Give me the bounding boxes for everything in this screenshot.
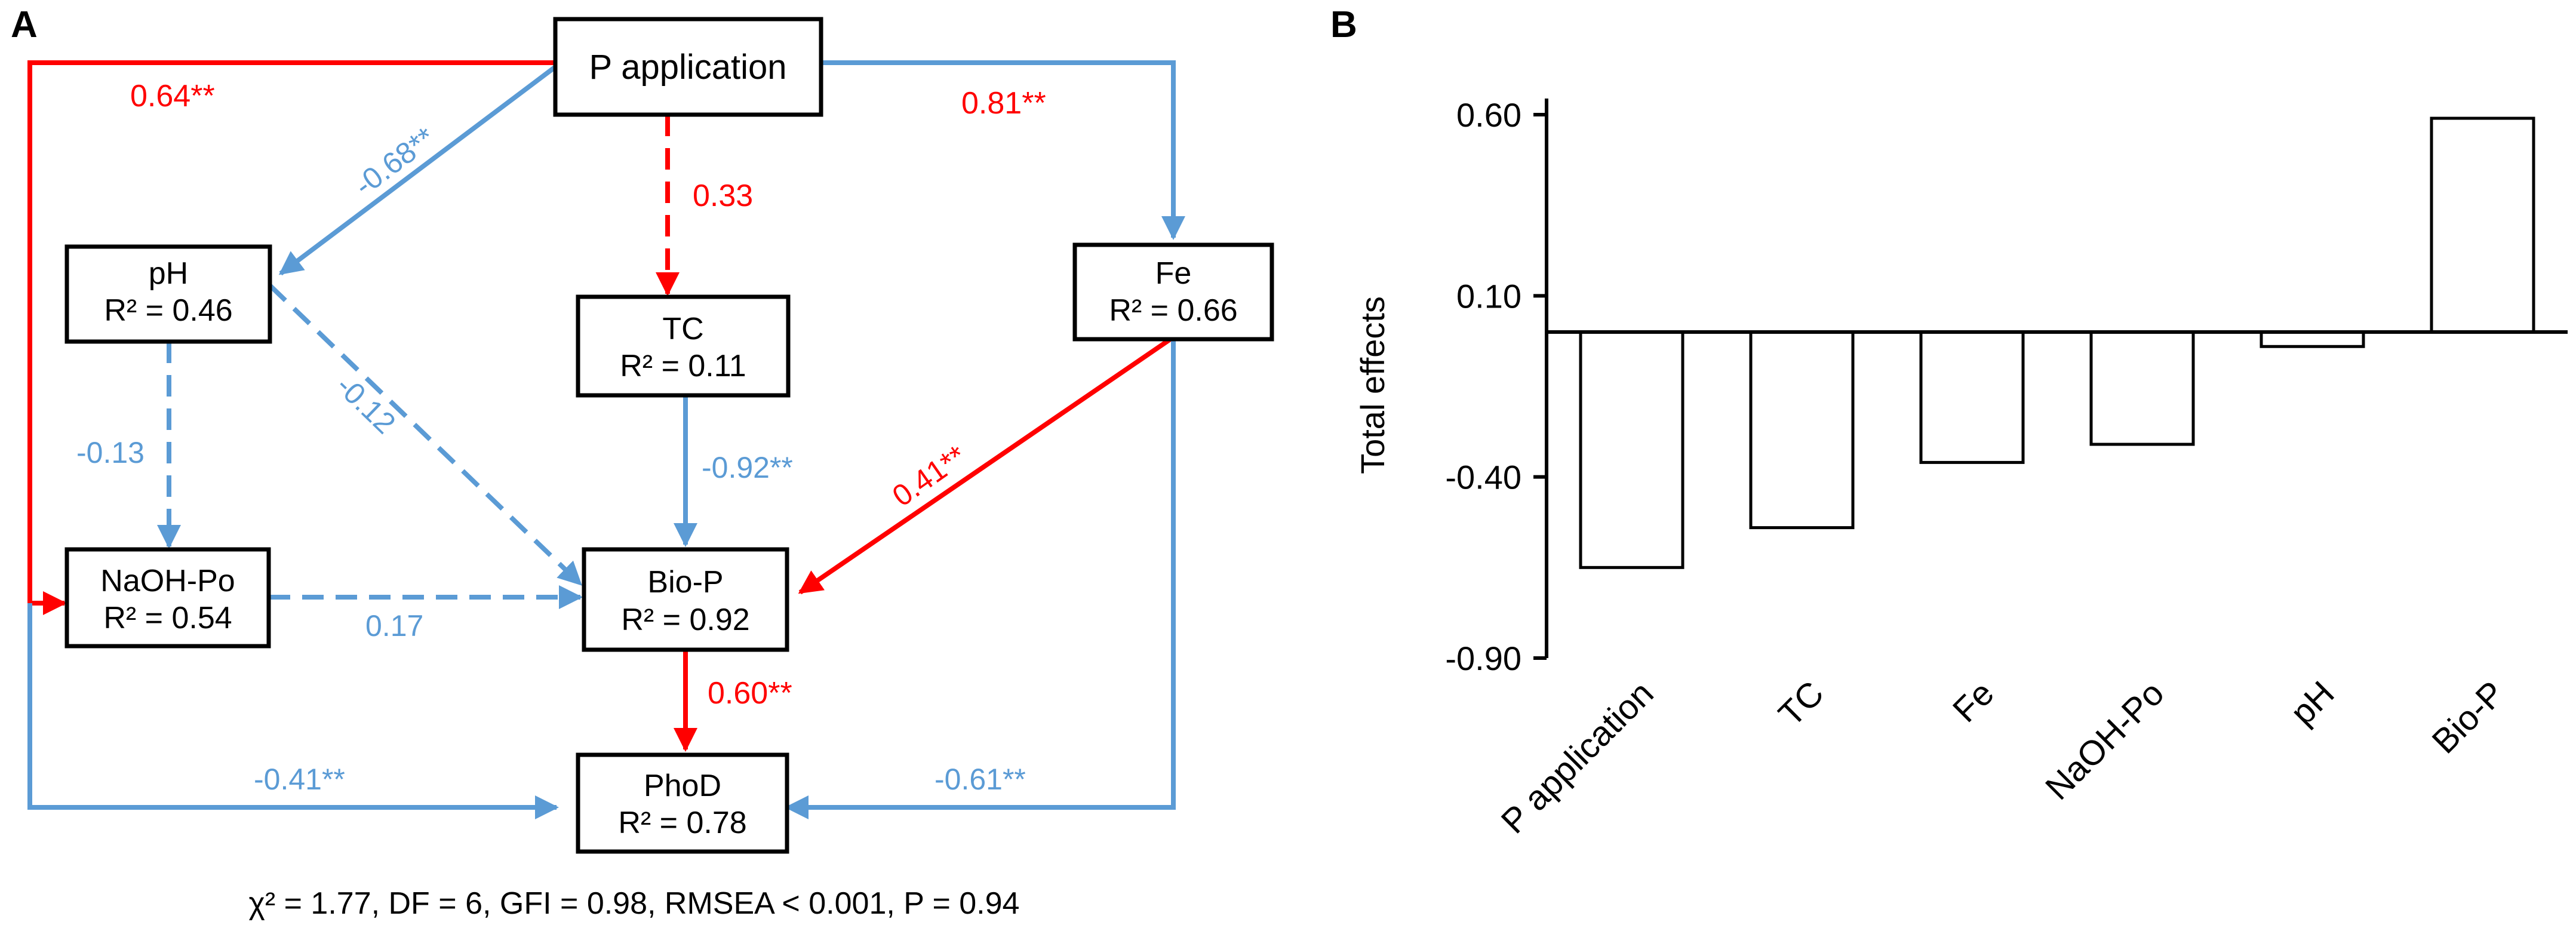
node-ph-r2: R² = 0.46 [104,293,232,328]
path-ph-to-naoh: -0.13 [76,342,181,549]
path-ph-to-biop-line [268,284,582,586]
bar-1 [1749,330,1855,530]
bar-3 [2089,330,2195,446]
node-ph: pH R² = 0.46 [64,244,272,344]
bar-0 [1579,330,1684,569]
x-tick-label-0: P application [1494,674,1661,841]
path-p-to-naoh-label: 0.64** [130,79,215,113]
path-fe-to-phod-label: -0.61** [935,763,1026,796]
fit-statistics: χ² = 1.77, DF = 6, GFI = 0.98, RMSEA < 0… [249,886,1020,921]
panel-b-label: B [1330,4,1357,45]
bar-chart: 0.60 0.10 -0.40 -0.90P application TC Fe NaOH-… [1445,96,2568,841]
node-phod-name: PhoD [644,769,721,803]
path-p-to-phod: -0.41** [27,603,559,819]
path-ph-to-naoh-label: -0.13 [76,436,145,469]
panel-b: B Total effects 0.60 0.10 -0.40 -0.90P appl… [1330,4,2568,841]
node-p-application-name: P application [589,48,786,87]
node-naoh-po: NaOH-Po R² = 0.54 [64,547,271,649]
y-tick-label-1: 0.10 [1456,277,1521,315]
path-ph-to-biop: -0.12 [268,284,582,586]
path-naoh-to-biop-label: 0.17 [365,609,423,643]
node-fe: Fe R² = 0.66 [1072,242,1274,342]
bar-5 [2430,116,2535,334]
y-axis-title: Total effects [1354,296,1391,474]
x-tick-label-3: NaOH-Po [2038,674,2172,807]
node-naoh-po-r2: R² = 0.54 [103,601,232,635]
path-p-to-phod-line [27,603,559,819]
node-phod-r2: R² = 0.78 [618,806,746,840]
node-bio-p: Bio-P R² = 0.92 [582,547,789,652]
panel-a: A 0.64** -0.68** 0.33 0.81** -0.13 -0.12 [11,4,1274,921]
path-p-to-ph-line [278,64,557,276]
y-tick-label-2: -0.40 [1445,459,1521,496]
node-tc-r2: R² = 0.11 [620,349,746,383]
path-naoh-to-biop: 0.17 [269,585,583,643]
x-tick-label-1: TC [1771,674,1831,734]
path-p-to-naoh-line [27,60,555,615]
x-tick-label-4: pH [2283,674,2341,732]
path-biop-to-phod-label: 0.60** [708,676,792,711]
node-tc-name: TC [662,312,703,346]
node-p-application: P application [553,17,823,117]
node-phod: PhoD R² = 0.78 [576,752,789,854]
path-tc-to-biop: -0.92** [674,395,793,547]
node-ph-name: pH [149,256,188,291]
x-tick-label-5: Bio-P [2424,674,2512,761]
path-fe-to-biop: 0.41** [798,337,1172,595]
node-tc: TC R² = 0.11 [576,294,791,398]
x-tick-label-2: Fe [1945,674,2002,730]
path-p-to-naoh: 0.64** [27,60,555,615]
path-p-to-tc-label: 0.33 [693,179,753,213]
y-tick-label-0: 0.60 [1456,96,1521,134]
panel-a-label: A [11,4,38,45]
bar-4 [2260,330,2365,348]
path-fe-to-biop-line [798,337,1172,595]
node-fe-r2: R² = 0.66 [1109,293,1237,328]
bar-2 [1919,330,2025,464]
path-p-to-tc: 0.33 [656,115,753,296]
path-p-to-fe-line [821,60,1185,240]
node-fe-name: Fe [1155,256,1192,291]
path-fe-to-phod-line [785,339,1176,819]
node-naoh-po-name: NaOH-Po [100,564,235,598]
path-p-to-fe-label: 0.81** [961,86,1046,121]
path-tc-to-biop-label: -0.92** [702,451,793,484]
path-biop-to-phod: 0.60** [674,650,792,752]
node-bio-p-name: Bio-P [647,565,723,600]
y-tick-label-3: -0.90 [1445,640,1521,677]
path-fe-to-phod: -0.61** [785,339,1176,819]
node-bio-p-r2: R² = 0.92 [621,603,749,637]
path-p-to-ph: -0.68** [278,64,557,276]
path-p-to-fe: 0.81** [821,60,1185,240]
path-p-to-phod-label: -0.41** [254,763,345,796]
